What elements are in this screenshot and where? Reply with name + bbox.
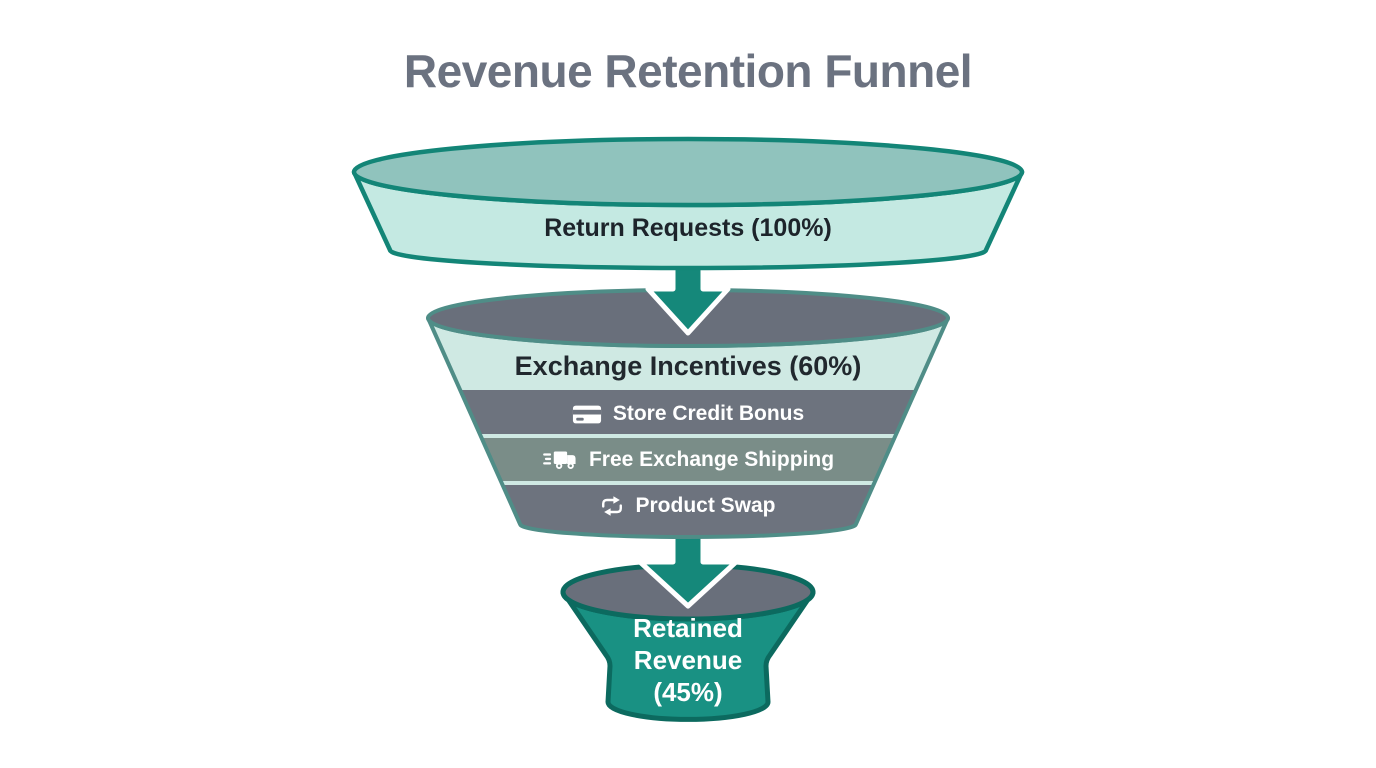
- stage2-band-free-shipping: [428, 438, 948, 481]
- stage1-return-requests-shape: [351, 136, 1025, 271]
- stage2-bands: [428, 390, 948, 537]
- stage1-top-opening: [351, 136, 1025, 208]
- stage2-band-store-credit: [428, 390, 948, 434]
